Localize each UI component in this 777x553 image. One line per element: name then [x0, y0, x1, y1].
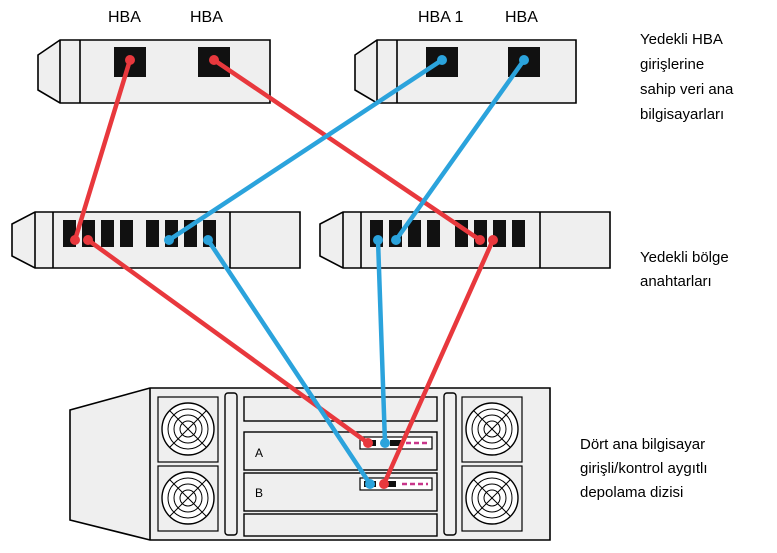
blue-cable — [375, 237, 388, 446]
controller-a-label: A — [255, 446, 263, 460]
hosts-caption-line: girişlerine — [640, 56, 704, 73]
hosts-caption: Yedekli HBA girişlerine sahip veri ana b… — [640, 31, 734, 123]
storage-array — [69, 387, 551, 541]
cable-endpoints — [70, 55, 529, 489]
blue-cable — [205, 237, 373, 487]
red-cable — [72, 57, 133, 243]
red-cable — [211, 57, 483, 243]
fan-icon — [461, 465, 523, 532]
blue-cables — [166, 57, 527, 487]
switch-2-port — [427, 220, 440, 247]
blue-cable — [393, 57, 527, 243]
switches-caption-line: anahtarları — [640, 273, 712, 290]
host-1 — [37, 39, 271, 104]
host-1-port-2-label: HBA — [190, 9, 223, 26]
red-cable — [381, 237, 496, 487]
switch-2-port — [408, 220, 421, 247]
switch-2-port — [512, 220, 525, 247]
controller-a-ports — [359, 436, 433, 450]
hosts-caption-line: sahip veri ana — [640, 81, 734, 98]
blue-cable — [166, 57, 445, 243]
switches-caption-line: Yedekli bölge — [640, 249, 729, 266]
host-2-port-1-label: HBA 1 — [418, 9, 463, 26]
hosts-caption-line: bilgisayarları — [640, 106, 724, 123]
switch-1 — [11, 211, 301, 269]
fan-icon — [461, 396, 523, 463]
hosts-caption-line: Yedekli HBA — [640, 31, 723, 48]
controller-b-label: B — [255, 486, 263, 500]
switch-2 — [319, 211, 611, 269]
switch-1-port — [120, 220, 133, 247]
fan-icon — [157, 396, 219, 463]
storage-caption-line: Dört ana bilgisayar — [580, 436, 705, 453]
host-1-port-1-label: HBA — [108, 9, 141, 26]
red-cables — [72, 57, 496, 487]
storage-caption: Dört ana bilgisayar girişli/kontrol aygı… — [580, 436, 708, 501]
fan-icon — [157, 465, 219, 532]
storage-caption-line: depolama dizisi — [580, 484, 683, 501]
host-2-port-2-label: HBA — [505, 9, 538, 26]
switch-1-port — [101, 220, 114, 247]
switch-1-port — [146, 220, 159, 247]
switches-caption: Yedekli bölge anahtarları — [640, 249, 729, 290]
storage-caption-line: girişli/kontrol aygıtlı — [580, 460, 708, 477]
